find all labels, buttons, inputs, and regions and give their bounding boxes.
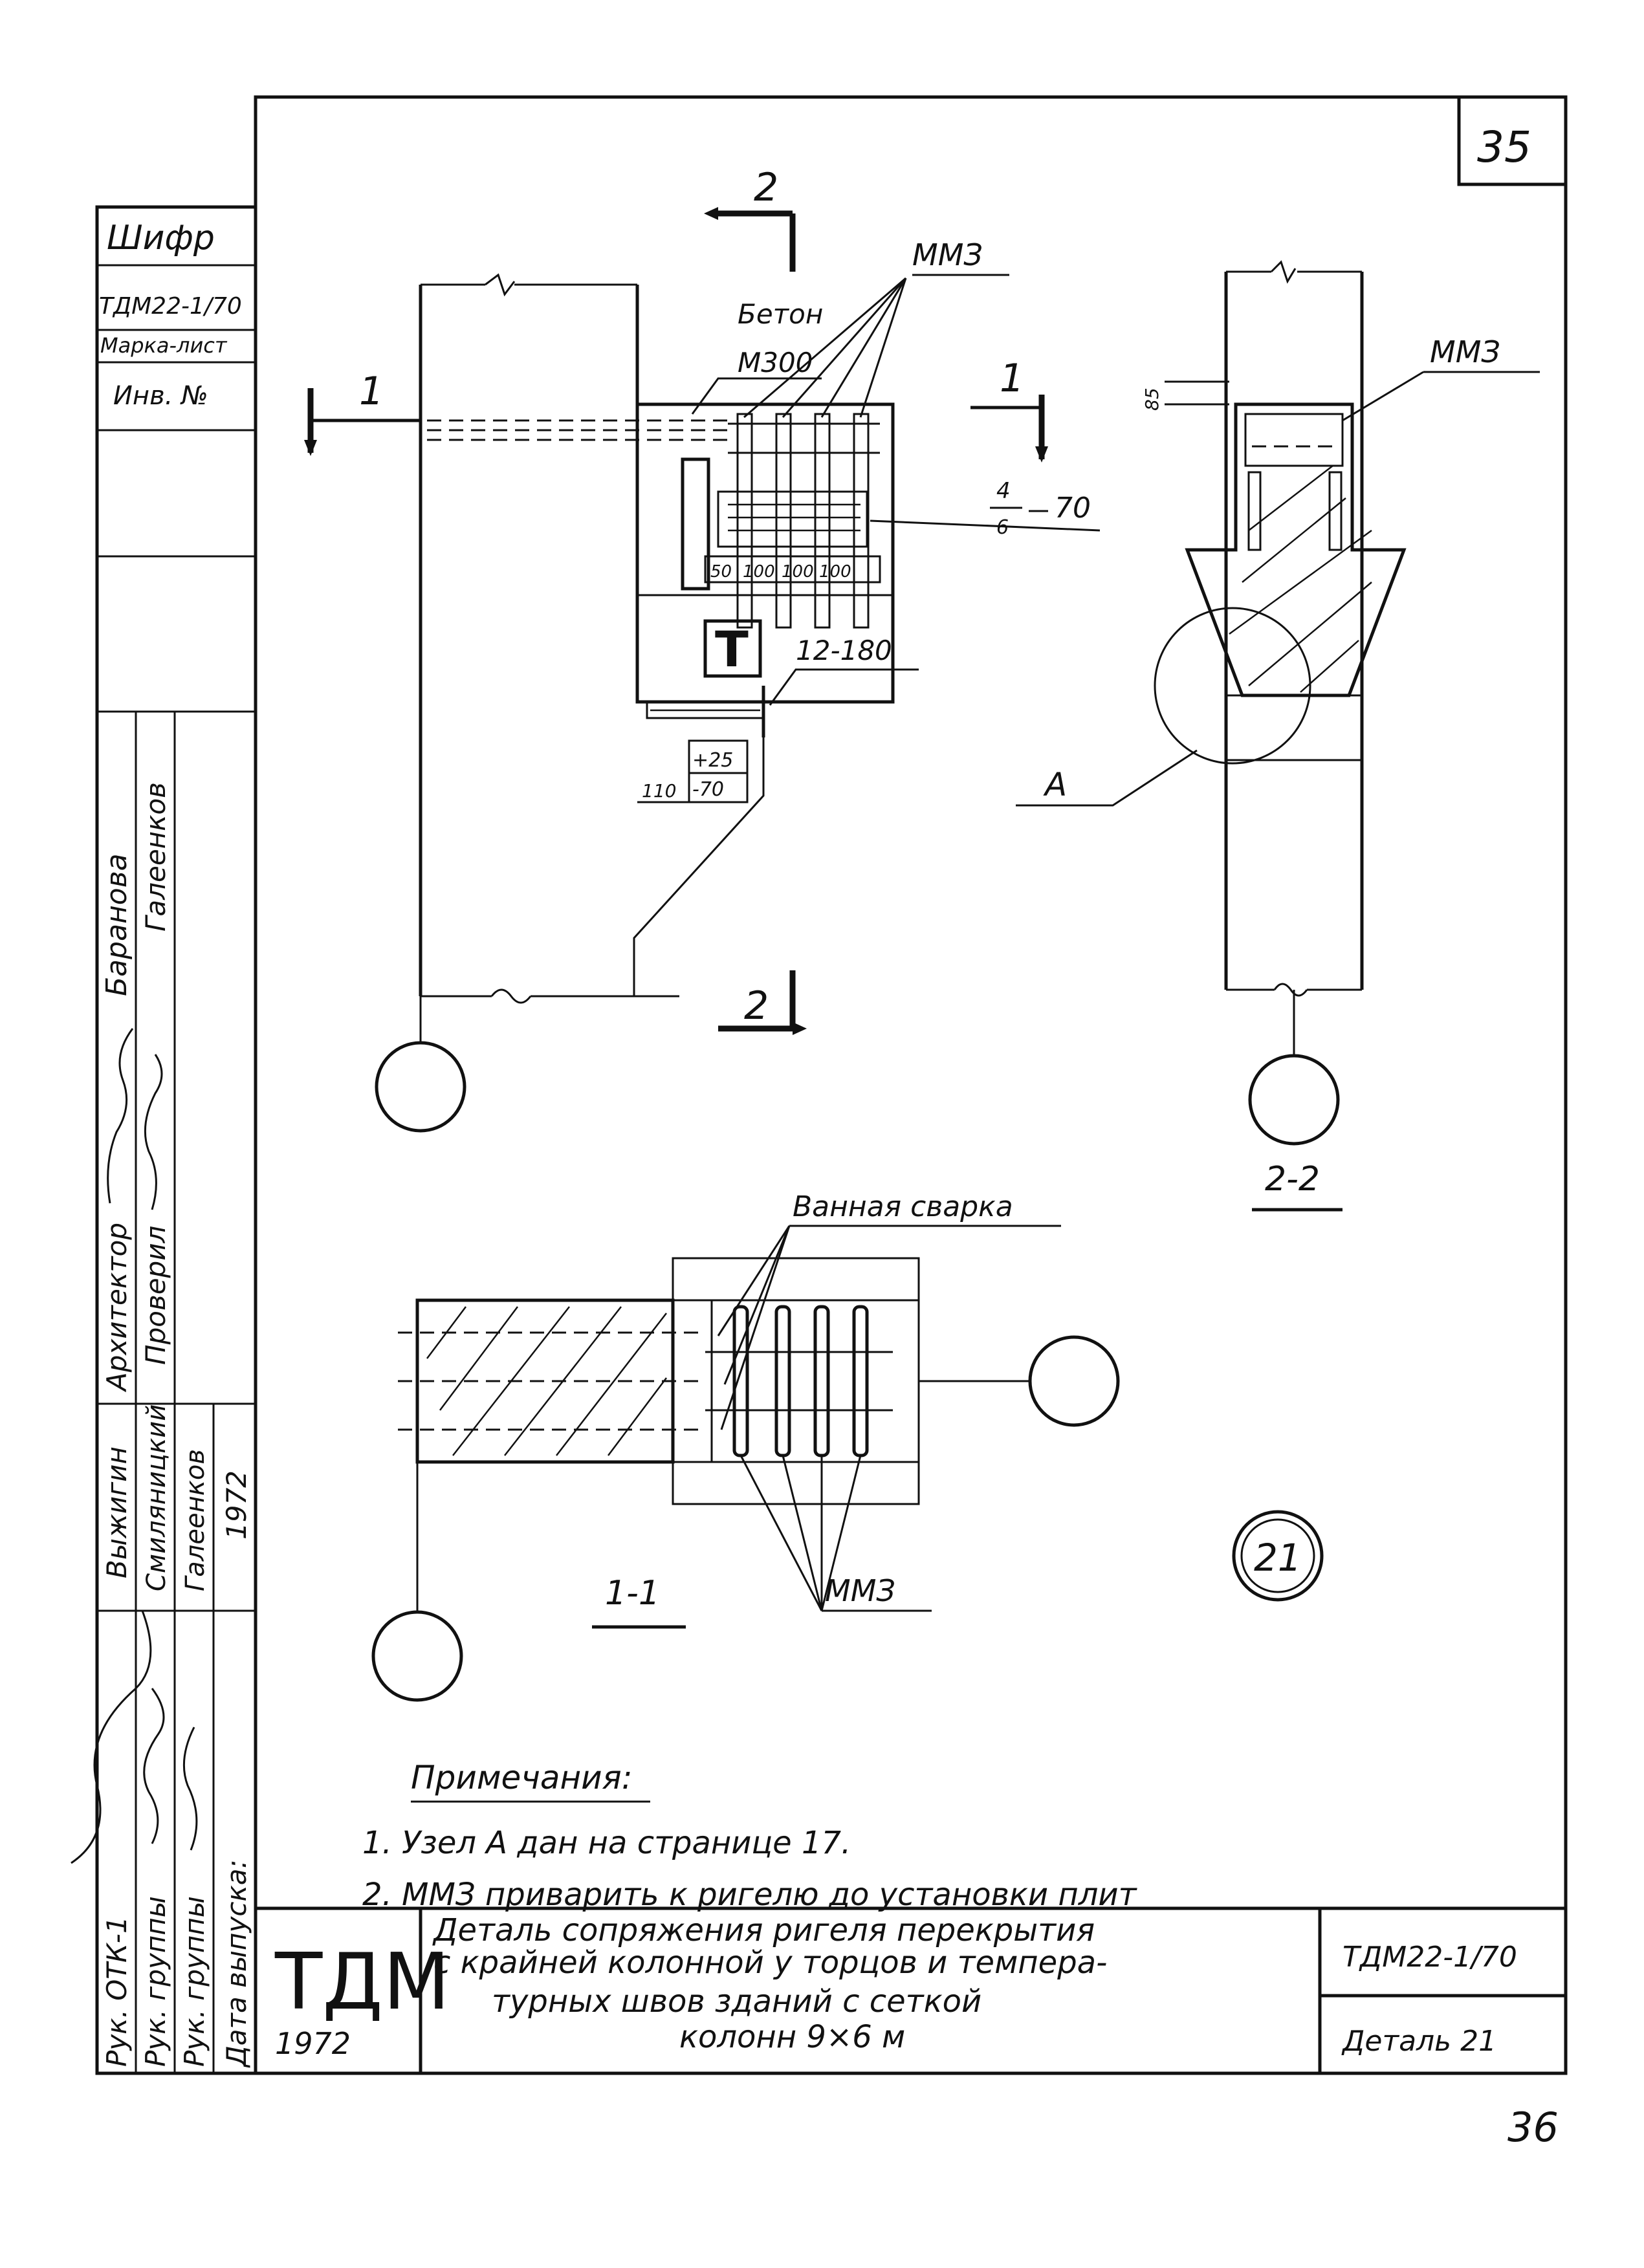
title-line-1: Деталь сопряжения ригеля перекрытия (432, 1912, 1095, 1948)
section-1-left: 1 (359, 369, 384, 414)
elev-top: +25 (692, 749, 733, 772)
section-2-2-view: А 85 ММЗ 2-2 (1016, 260, 1540, 1212)
cipher-value: ТДМ22-1/70 (99, 293, 242, 320)
dim-110: 110 (642, 780, 676, 801)
notes-title: Примечания: (411, 1759, 633, 1796)
org-name: ТДМ (274, 1937, 450, 2027)
doc-code: ТДМ22-1/70 (1343, 1941, 1517, 1974)
name-smilyanitsky: Смиляницкий (142, 1404, 171, 1591)
title-line-2: с крайней колонной у торцов и темпера- (433, 1945, 1107, 1981)
inv-label: Инв. № (113, 381, 208, 411)
signature-4 (143, 1688, 165, 1844)
rebar-count-bottom: 6 (996, 516, 1009, 539)
role-checked: Проверил (140, 1226, 171, 1365)
note-1: 1. Узел А дан на странице 17. (362, 1825, 851, 1861)
dim-85: 85 (1141, 387, 1163, 411)
dim-100-a: 100 (743, 562, 775, 582)
cipher-label: Шифр (107, 219, 215, 257)
name-baranova: Баранова (100, 853, 133, 996)
title-line-4: колонн 9×6 м (679, 2019, 905, 2055)
rebar-count-top: 4 (996, 478, 1011, 504)
rebar-spacing: 70 (1055, 492, 1091, 525)
page-number-bottom: 36 (1507, 2104, 1559, 2151)
front-elevation-view: 50 100 100 100 Т +25 -70 110 12-180 Бето… (304, 165, 1101, 1133)
view-2-2-title: 2-2 (1265, 1160, 1320, 1199)
section-1-1-view: Ванная сварка ММЗ 1-1 (371, 1190, 1120, 1702)
note-2: 2. ММЗ приварить к ригелю до установки п… (362, 1877, 1138, 1913)
signature-5 (182, 1727, 198, 1851)
name-vyzhigin: Выжигин (101, 1446, 133, 1578)
role-architect: Архитектор (101, 1223, 133, 1393)
dim-100-b: 100 (782, 562, 814, 582)
mmz-label-bottom: ММЗ (825, 1573, 895, 1608)
concrete-grade: М300 (738, 347, 813, 378)
role-group-2: Рук. группы (179, 1896, 210, 2067)
dim-100-c: 100 (819, 562, 851, 582)
name-galeenkov-2: Галеенков (140, 782, 171, 932)
view-1-1-title: 1-1 (605, 1574, 660, 1613)
detail-number-mark: 21 (1232, 1510, 1324, 1602)
detail-number: 21 (1254, 1536, 1302, 1580)
bath-welding-label: Ванная сварка (793, 1190, 1013, 1223)
node-a-label: А (1043, 766, 1067, 803)
title-block: ТДМ 1972 Деталь сопряжения ригеля перекр… (274, 1908, 1566, 2073)
title-line-3: турных швов зданий с сеткой (492, 1983, 981, 2020)
year-issue: 1972 (221, 1470, 252, 1540)
detail-label: Деталь 21 (1341, 2025, 1496, 2058)
role-group-1: Рук. группы (140, 1896, 171, 2067)
mmz-label-right: ММЗ (1430, 334, 1500, 369)
name-galeenkov-1: Галеенков (181, 1449, 210, 1591)
concrete-label: Бетон (738, 298, 823, 330)
signature-1 (107, 1028, 134, 1204)
mark-sheet-label: Марка-лист (100, 333, 228, 358)
notes: Примечания: 1. Узел А дан на странице 17… (362, 1759, 1138, 1913)
org-year: 1972 (275, 2026, 351, 2061)
role-otk: Рук. ОТК-1 (101, 1916, 133, 2067)
elev-bottom: -70 (692, 778, 724, 801)
page-number-top: 35 (1477, 122, 1531, 172)
signature-2 (144, 1054, 163, 1210)
role-date: Дата выпуска: (221, 1859, 252, 2068)
section-2-bottom: 2 (744, 983, 769, 1029)
mmz-label-top: ММЗ (912, 237, 983, 272)
plate-label: 12-180 (796, 635, 892, 666)
page-number-box: 35 (1457, 95, 1568, 186)
section-1-right: 1 (1000, 356, 1024, 401)
t-symbol: Т (715, 620, 749, 678)
signature-3 (71, 1610, 152, 1864)
side-stamp: Шифр ТДМ22-1/70 Марка-лист Инв. № Рук. О… (71, 205, 258, 2075)
dim-50: 50 (710, 562, 732, 582)
section-2-top: 2 (754, 165, 778, 210)
